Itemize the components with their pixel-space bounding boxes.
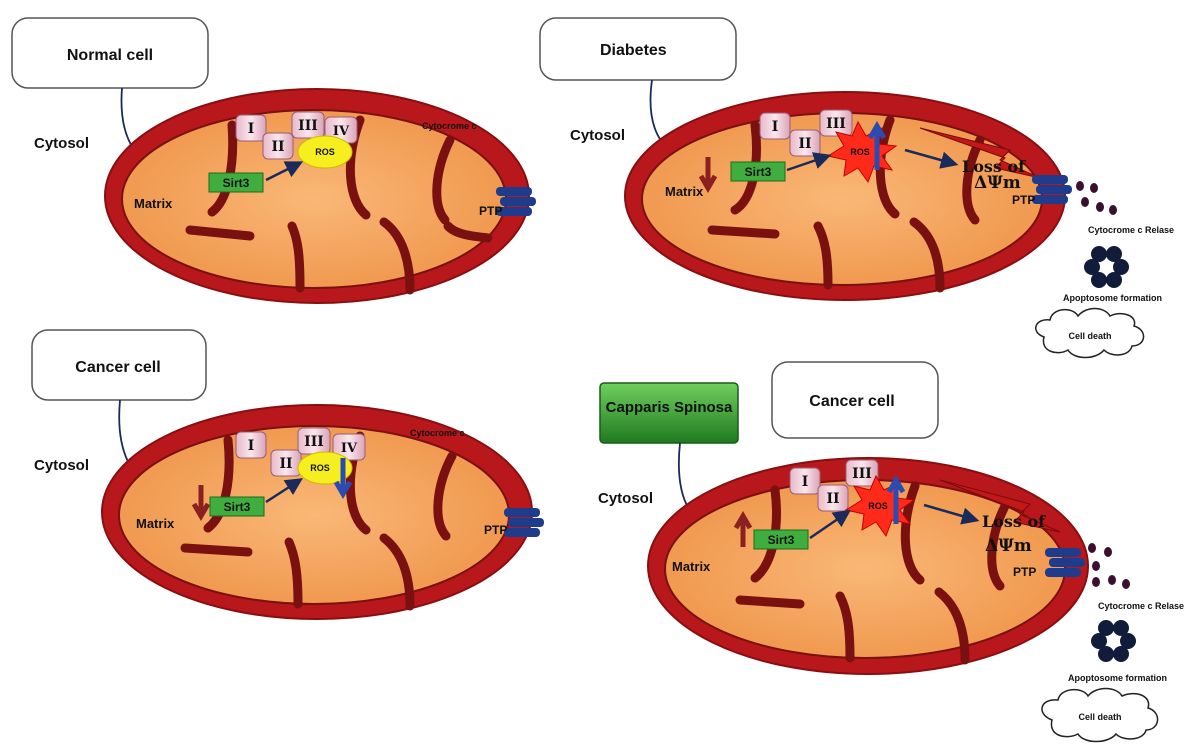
diabetes-ros-label: ROS (850, 147, 870, 157)
treated-sirt3-label: Sirt3 (768, 533, 795, 547)
panel-normal-cell: Normal cell Cytosol I II III IV ROS Sirt… (12, 18, 536, 303)
diabetes-sirt3-label: Sirt3 (745, 165, 772, 179)
treated-ros-label: ROS (868, 501, 888, 511)
treated-ptp-label: PTP (1013, 565, 1036, 579)
agent-label: Capparis Spinosa (606, 399, 733, 416)
diabetes-cytochrome-dots (1076, 181, 1117, 215)
cancer-cytosol-label: Cytosol (34, 457, 89, 474)
diabetes-ptp-label: PTP (1012, 193, 1035, 207)
treated-title: Cancer cell (809, 393, 894, 410)
cancer-sirt3-label: Sirt3 (224, 500, 251, 514)
panel-diabetes: Diabetes Cytosol I II III ROS Sirt3 (540, 18, 1174, 358)
svg-text:III: III (298, 118, 318, 134)
treated-apoptosome-label: Apoptosome formation (1068, 673, 1167, 683)
cancer-cytochrome-label: Cytocrome c (410, 428, 465, 438)
svg-text:II: II (279, 456, 292, 472)
treated-matrix-label: Matrix (672, 559, 711, 574)
treated-cell-death-label: Cell death (1078, 712, 1121, 722)
diabetes-matrix-label: Matrix (665, 184, 704, 199)
svg-text:II: II (271, 139, 284, 155)
cancer-matrix-label: Matrix (136, 516, 175, 531)
diabetes-apoptosome-icon (1084, 246, 1129, 288)
svg-text:III: III (852, 466, 872, 482)
svg-text:I: I (802, 474, 809, 490)
svg-text:II: II (798, 136, 811, 152)
diabetes-delta-psi: ΔΨm (974, 173, 1021, 193)
svg-text:II: II (826, 491, 839, 507)
treated-delta-psi: ΔΨm (985, 536, 1032, 556)
normal-ros-label: ROS (315, 147, 335, 157)
cancer-ptp-channel (504, 508, 544, 537)
cancer-title: Cancer cell (75, 359, 160, 376)
treated-release-label: Cytocrome c Relase (1098, 601, 1184, 611)
treated-cytosol-label: Cytosol (598, 490, 653, 507)
normal-title: Normal cell (67, 47, 153, 64)
normal-cytosol-label: Cytosol (34, 135, 89, 152)
normal-ptp-label: PTP (479, 204, 502, 218)
diabetes-ptp-channel (1032, 175, 1072, 204)
normal-sirt3-label: Sirt3 (223, 176, 250, 190)
svg-text:III: III (826, 116, 846, 132)
diabetes-release-label: Cytocrome c Relase (1088, 225, 1174, 235)
cancer-ros-label: ROS (310, 463, 330, 473)
treated-apoptosome-icon (1091, 620, 1136, 662)
diabetes-cell-death-label: Cell death (1068, 331, 1111, 341)
panel-cancer-cell: Cancer cell Cytosol I II III IV ROS Si (32, 330, 544, 619)
svg-text:I: I (772, 119, 779, 135)
normal-matrix-label: Matrix (134, 196, 173, 211)
normal-cytochrome-label: Cytocrome c (422, 121, 477, 131)
panel-cancer-treated: Capparis Spinosa Cancer cell Cytosol I I… (598, 362, 1184, 742)
svg-text:IV: IV (341, 441, 358, 456)
svg-text:III: III (304, 434, 324, 450)
treated-cytochrome-dots (1088, 543, 1130, 589)
cancer-ptp-label: PTP (484, 523, 507, 537)
treated-loss-of: Loss of (982, 512, 1046, 531)
svg-text:I: I (248, 121, 255, 137)
svg-text:I: I (248, 438, 255, 454)
diabetes-cytosol-label: Cytosol (570, 127, 625, 144)
treated-ptp-channel (1045, 548, 1085, 577)
diabetes-apoptosome-label: Apoptosome formation (1063, 293, 1162, 303)
diabetes-title: Diabetes (600, 42, 667, 59)
